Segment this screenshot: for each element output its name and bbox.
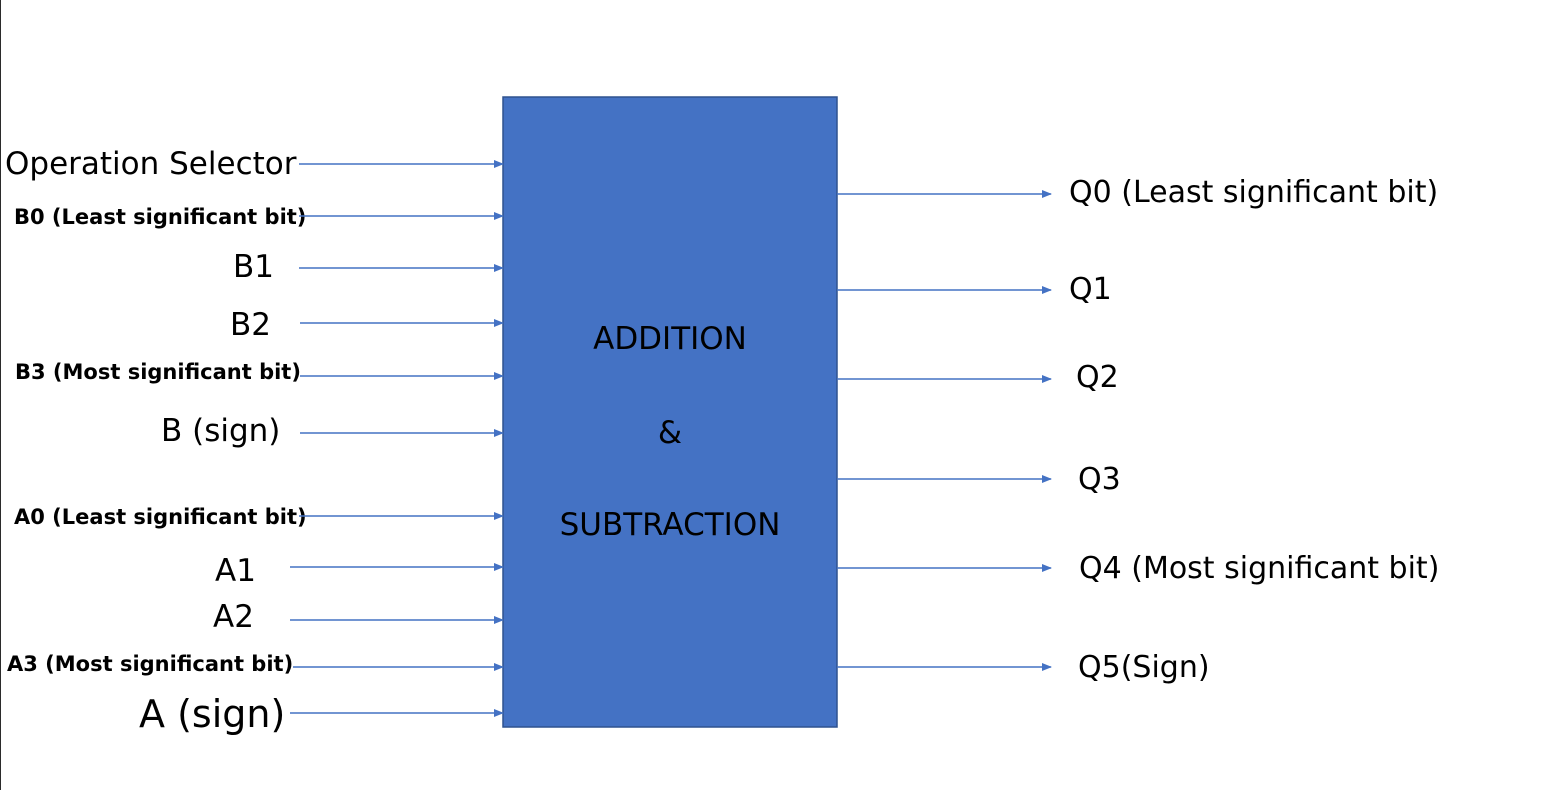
output-label-q1: Q1 — [1069, 272, 1112, 307]
output-label-q4: Q4 (Most significant bit) — [1079, 551, 1439, 586]
addition-subtraction-block — [502, 96, 838, 728]
input-label-a2: A2 — [213, 599, 254, 635]
output-label-q5: Q5(Sign) — [1078, 650, 1210, 685]
output-arrows — [837, 190, 1052, 671]
input-label-a3: A3 (Most significant bit) — [7, 652, 293, 676]
input-label-b-sign: B (sign) — [161, 413, 280, 449]
output-labels: Q0 (Least significant bit) Q1 Q2 Q3 Q4 (… — [1069, 175, 1439, 685]
block-label-line-2: & — [658, 415, 682, 451]
input-label-b2: B2 — [230, 307, 271, 343]
input-label-b3: B3 (Most significant bit) — [15, 360, 301, 384]
block-label-line-3: SUBTRACTION — [560, 507, 781, 543]
input-label-a1: A1 — [215, 553, 256, 589]
input-label-b1: B1 — [233, 249, 274, 285]
input-arrows — [290, 160, 504, 717]
input-label-a0: A0 (Least significant bit) — [14, 505, 307, 529]
input-label-b0: B0 (Least significant bit) — [14, 205, 306, 229]
input-labels: Operation Selector B0 (Least significant… — [5, 146, 307, 736]
input-label-operation-selector: Operation Selector — [5, 146, 297, 182]
output-label-q3: Q3 — [1078, 462, 1121, 497]
output-label-q2: Q2 — [1076, 360, 1119, 395]
block-label-line-1: ADDITION — [593, 321, 747, 357]
output-label-q0: Q0 (Least significant bit) — [1069, 175, 1438, 210]
input-label-a-sign: A (sign) — [139, 692, 285, 736]
